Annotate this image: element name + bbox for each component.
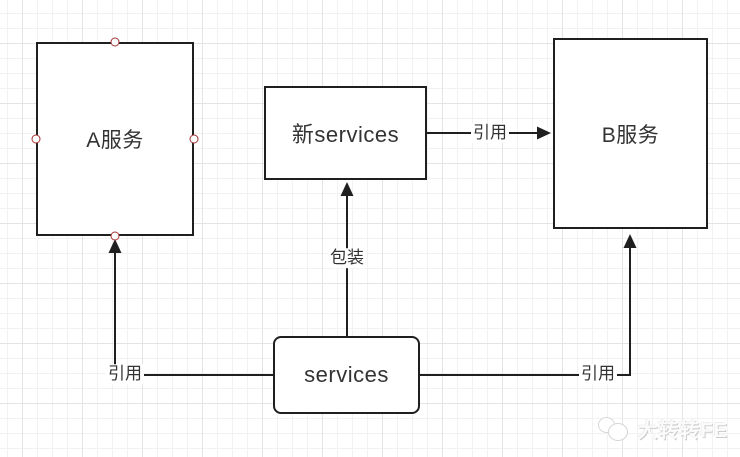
node-services-label: services [304,362,389,387]
node-new-services[interactable]: 新services [264,86,427,180]
node-service-a-label: A服务 [86,129,144,152]
edge-label-baozhuang[interactable]: 包装 [328,248,366,268]
arrowhead-up [623,234,637,248]
selection-handle-bottom[interactable] [110,231,120,241]
selection-handle-top[interactable] [110,37,120,47]
watermark-text: 大转转FE [637,420,728,442]
arrowhead-up [108,239,122,253]
edge-label-yinyong-new-to-b[interactable]: 引用 [471,123,509,143]
watermark: 大转转FE [597,414,728,443]
node-service-b-label: B服务 [601,123,660,147]
edge-label-yinyong-services-to-a[interactable]: 引用 [106,364,144,384]
node-service-b[interactable]: B服务 [553,38,708,229]
selection-handle-right[interactable] [189,134,199,144]
zhuanzhuan-logo-icon [597,415,633,443]
edge-label-yinyong-services-to-b[interactable]: 引用 [579,364,617,384]
node-new-services-label: 新services [291,122,400,147]
node-service-a[interactable]: A服务 [36,42,194,236]
arrowhead-right [537,126,551,140]
node-services[interactable]: services [273,336,420,414]
edge-services-to-b[interactable] [420,234,637,376]
selection-handle-left[interactable] [31,134,41,144]
edge-services-to-a[interactable] [108,239,274,376]
arrowhead-up [340,182,354,196]
